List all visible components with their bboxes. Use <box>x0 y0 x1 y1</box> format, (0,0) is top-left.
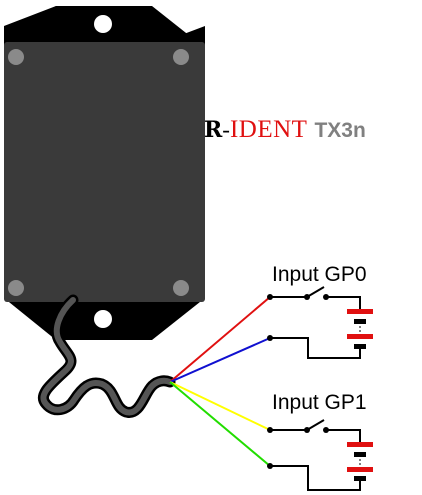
wire-red <box>169 296 271 383</box>
battery-gp0 <box>347 309 373 349</box>
top-mount-hole <box>94 15 112 33</box>
brand-prefix: R <box>204 117 223 143</box>
brand-logo: R-IDENT TX3n <box>204 115 366 145</box>
screw-top-right <box>173 49 189 65</box>
bottom-mount-bracket <box>4 298 205 340</box>
brand-dash: - <box>222 117 230 142</box>
top-mount-bracket <box>4 6 205 52</box>
switch-gp1 <box>306 419 325 431</box>
screw-top-left <box>8 49 24 65</box>
screw-bottom-right <box>173 280 189 296</box>
brand-name: IDENT <box>229 116 308 143</box>
wire-green <box>169 381 271 467</box>
bottom-mount-hole <box>94 310 112 328</box>
brand-model: TX3n <box>314 119 366 142</box>
circuit-gp1 <box>270 419 361 491</box>
input-gp1-label: Input GP1 <box>272 391 367 414</box>
circuit-gp0 <box>270 286 361 359</box>
device-housing <box>4 42 205 302</box>
wire-blue <box>169 337 271 383</box>
switch-gp0 <box>306 286 325 298</box>
screw-bottom-left <box>8 280 24 296</box>
input-gp0-label: Input GP0 <box>272 263 367 286</box>
wire-yellow <box>169 381 271 431</box>
battery-gp1 <box>347 442 373 481</box>
